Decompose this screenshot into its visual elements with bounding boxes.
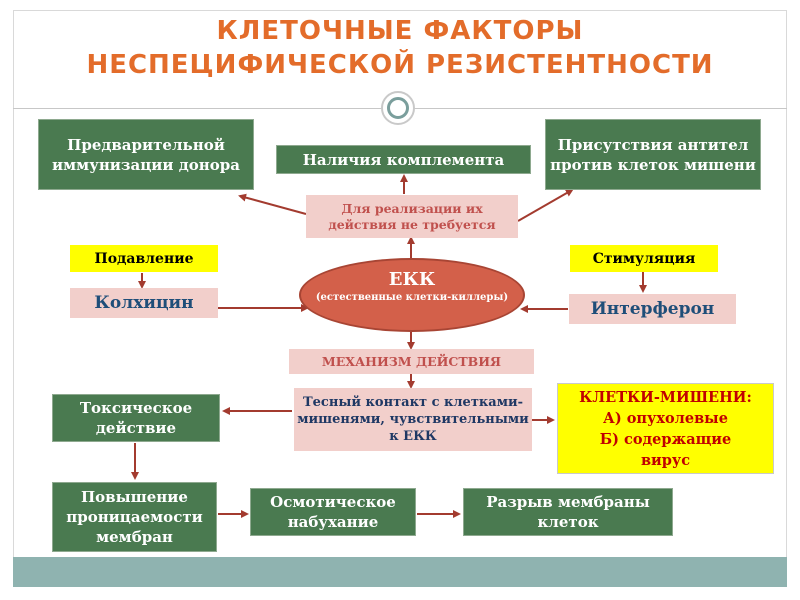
box-colchicine-label: Колхицин [94,293,194,313]
title-divider-right [413,108,787,109]
ekk-abbreviation: ЕКК [388,269,436,290]
box-interferon-label: Интерферон [590,299,715,319]
arrow-note-to-immunization [238,193,307,215]
ekk-full-name: (естественные клетки-киллеры) [315,292,509,303]
box-prior-immunization-label: Предварительной иммунизации донора [52,135,240,174]
box-not-required-note: Для реализации их действия не требуется [306,195,518,238]
target-cells-item-b: Б) содержащие вирус [599,430,732,469]
box-toxic-action-label: Токсическое действие [79,399,193,437]
box-membrane-rupture: Разрыв мембраны клеток [463,488,673,536]
box-complement-label: Наличия комплемента [302,150,505,169]
ekk-ellipse: ЕКК (естественные клетки-киллеры) [299,258,525,332]
target-cells-item-a: А) опухолевые [603,409,728,427]
box-membrane-rupture-label: Разрыв мембраны клеток [486,493,650,531]
box-prior-immunization: Предварительной иммунизации донора [38,119,254,190]
arrow-note-to-antibodies [517,189,574,222]
box-antibodies-label: Присутствия антител против клеток мишени [550,135,756,174]
box-target-cells: КЛЕТКИ-МИШЕНИ: А) опухолевые Б) содержащ… [557,383,774,474]
label-stimulation: Стимуляция [570,245,718,272]
box-colchicine: Колхицин [70,288,218,318]
label-suppression-text: Подавление [94,250,194,267]
label-stimulation-text: Стимуляция [592,250,696,267]
box-mechanism: МЕХАНИЗМ ДЕЙСТВИЯ [289,349,534,374]
box-close-contact: Тесный контакт с клетками-мишенями, чувс… [294,388,532,451]
label-suppression: Подавление [70,245,218,272]
title-divider-left [13,108,387,109]
box-permeability: Повышение проницаемости мембран [52,482,217,552]
box-toxic-action: Токсическое действие [52,394,220,442]
footer-bar [13,557,787,587]
box-interferon: Интерферон [569,294,736,324]
box-antibodies: Присутствия антител против клеток мишени [545,119,761,190]
box-permeability-label: Повышение проницаемости мембран [66,488,203,546]
box-close-contact-label: Тесный контакт с клетками-мишенями, чувс… [297,395,529,444]
box-not-required-note-label: Для реализации их действия не требуется [328,200,496,232]
box-mechanism-label: МЕХАНИЗМ ДЕЙСТВИЯ [321,353,502,369]
divider-ornament-icon [381,91,415,125]
title-line-1: КЛЕТОЧНЫЕ ФАКТОРЫ [216,16,584,46]
title-line-2: НЕСПЕЦИФИЧЕСКОЙ РЕЗИСТЕНТНОСТИ [86,50,714,80]
target-cells-title: КЛЕТКИ-МИШЕНИ: [579,388,752,406]
slide-title: КЛЕТОЧНЫЕ ФАКТОРЫ НЕСПЕЦИФИЧЕСКОЙ РЕЗИСТ… [13,14,787,82]
box-osmotic-swelling: Осмотическое набухание [250,488,416,536]
box-complement: Наличия комплемента [276,145,531,174]
box-osmotic-swelling-label: Осмотическое набухание [270,493,396,531]
